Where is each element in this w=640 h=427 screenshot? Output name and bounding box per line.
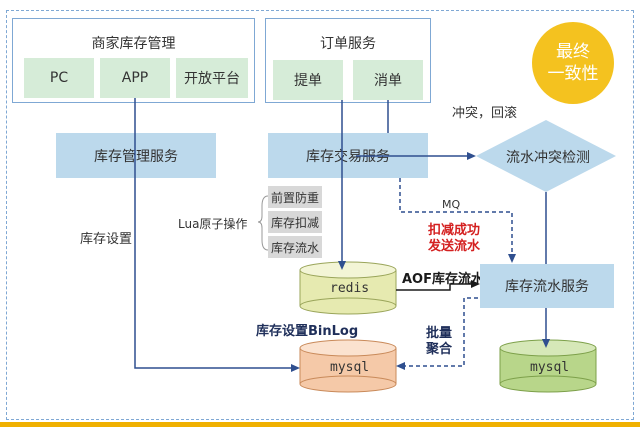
pc-client: PC bbox=[24, 58, 94, 98]
send-flow-label: 发送流水 bbox=[428, 239, 481, 254]
lua-op-flow: 库存流水 bbox=[268, 236, 322, 258]
redis-cylinder bbox=[299, 261, 397, 315]
open-platform-client: 开放平台 bbox=[176, 58, 248, 98]
badge-line1: 最终 bbox=[556, 42, 590, 62]
mysql-flow-cylinder bbox=[499, 339, 597, 393]
lua-op-dedup: 前置防重 bbox=[268, 186, 322, 208]
batch-label: 批量 bbox=[426, 326, 453, 341]
aof-flow-label: AOF库存流水 bbox=[402, 272, 484, 287]
batch-aggregate-edge bbox=[404, 297, 478, 367]
mq-edge bbox=[399, 178, 513, 255]
cancel-order-item: 消单 bbox=[353, 60, 423, 100]
inventory-setting-label: 库存设置 bbox=[80, 232, 133, 247]
aof-flow-edge bbox=[396, 283, 472, 291]
deduct-success-label: 扣减成功 bbox=[428, 223, 481, 238]
conflict-rollback-label: 冲突，回滚 bbox=[452, 106, 518, 121]
badge-line2: 一致性 bbox=[547, 64, 599, 84]
inventory-flow-service: 库存流水服务 bbox=[480, 264, 614, 308]
mysql-flow-label: mysql bbox=[530, 360, 570, 375]
bottom-accent-bar bbox=[0, 422, 640, 427]
conflict-detection-label: 流水冲突检测 bbox=[506, 150, 590, 166]
eventual-consistency-badge: 最终 一致性 bbox=[532, 22, 614, 104]
place-order-item: 提单 bbox=[273, 60, 343, 100]
order-service-title: 订单服务 bbox=[320, 36, 376, 52]
mq-label: MQ bbox=[442, 198, 461, 211]
outer-frame bbox=[6, 10, 634, 420]
aggregate-label: 聚合 bbox=[426, 342, 453, 357]
lua-brace bbox=[257, 195, 269, 251]
conflict-detection-diamond bbox=[476, 120, 616, 192]
redis-label: redis bbox=[330, 281, 370, 296]
inventory-management-service: 库存管理服务 bbox=[56, 133, 216, 178]
app-client: APP bbox=[100, 58, 170, 98]
mysql-main-cylinder bbox=[299, 339, 397, 393]
mysql-main-label: mysql bbox=[330, 360, 370, 375]
merchant-inventory-title: 商家库存管理 bbox=[91, 36, 176, 52]
binlog-label: 库存设置BinLog bbox=[256, 324, 359, 339]
app-to-mysql-edge bbox=[134, 98, 292, 369]
lua-atomic-label: Lua原子操作 bbox=[178, 217, 248, 231]
lua-op-deduct: 库存扣减 bbox=[268, 211, 322, 233]
